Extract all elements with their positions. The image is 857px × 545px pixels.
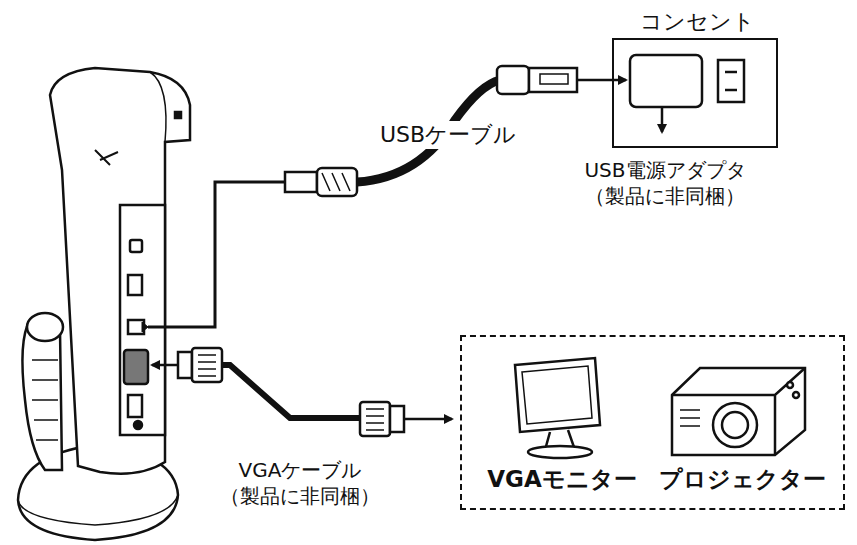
usb-cable-part <box>148 182 285 327</box>
usb-power-adapter-part <box>725 89 737 92</box>
vga-cable-part <box>222 365 360 418</box>
vga-cable-part <box>152 364 180 367</box>
camera-base-part <box>18 495 178 525</box>
document-camera-part <box>128 275 142 295</box>
usb-power-adapter <box>630 55 744 132</box>
node-label: コンセント <box>640 9 755 35</box>
vga-monitor-icon-part <box>522 366 592 424</box>
document-camera-part <box>124 350 148 384</box>
document-camera-part <box>130 240 142 252</box>
camera-clip-part <box>22 320 62 470</box>
vga-cable-part <box>390 406 404 432</box>
vga-cable-part <box>198 355 216 376</box>
document-camera-part <box>120 205 165 435</box>
vga-monitor-icon-part <box>515 358 600 432</box>
usb-cable-part <box>578 79 626 82</box>
projector-icon-part <box>793 392 799 398</box>
usb-cable-part <box>322 173 350 191</box>
projector-icon-part <box>680 410 700 426</box>
document-camera-part <box>50 68 190 474</box>
usb-power-adapter-part <box>725 71 737 74</box>
display-group-box: VGAモニタープロジェクター <box>460 335 845 510</box>
usb-power-adapter-part <box>661 107 664 132</box>
adapter-label: USB電源アダプタ （製品に非同梱） <box>547 157 783 209</box>
projector-icon-part <box>672 368 805 455</box>
usb-cable-part <box>285 172 317 192</box>
cable-label: VGAケーブル （製品に非同梱） <box>192 457 408 509</box>
node-label: プロジェクター <box>659 466 826 494</box>
projector-icon-part <box>722 412 748 438</box>
vga-cable-part <box>366 409 384 430</box>
camera-clip <box>22 313 63 470</box>
document-camera <box>50 68 190 474</box>
document-camera-part <box>134 421 142 429</box>
camera-clip-part <box>32 360 58 440</box>
vga-cable-part <box>178 352 192 378</box>
projector-icon-part <box>713 403 757 447</box>
projector-icon <box>672 368 805 455</box>
usb-power-adapter-part <box>718 60 744 102</box>
vga-monitor-icon-part <box>528 446 592 458</box>
vga-cable <box>152 348 452 436</box>
node-label: VGAモニター <box>487 466 636 494</box>
vga-cable-part <box>192 348 222 382</box>
document-camera-part <box>95 150 118 165</box>
usb-power-adapter-part <box>630 55 702 107</box>
usb-cable-part <box>540 74 568 84</box>
usb-cable-part <box>497 66 529 94</box>
camera-clip-part <box>27 313 63 341</box>
usb-cable-part <box>317 168 357 196</box>
cable-label: USBケーブル <box>377 121 519 150</box>
document-camera-part <box>128 395 142 417</box>
projector-icon-part <box>672 368 805 455</box>
outlet-box: コンセント <box>612 38 778 148</box>
usb-cable-part <box>529 68 577 92</box>
vga-cable-part <box>360 402 390 436</box>
document-camera-part <box>175 112 181 118</box>
projector-icon-part <box>787 382 793 388</box>
usb-cable-part <box>142 322 148 332</box>
document-camera-part <box>150 72 166 142</box>
vga-monitor-icon <box>515 358 600 458</box>
vga-cable-part <box>404 418 452 421</box>
